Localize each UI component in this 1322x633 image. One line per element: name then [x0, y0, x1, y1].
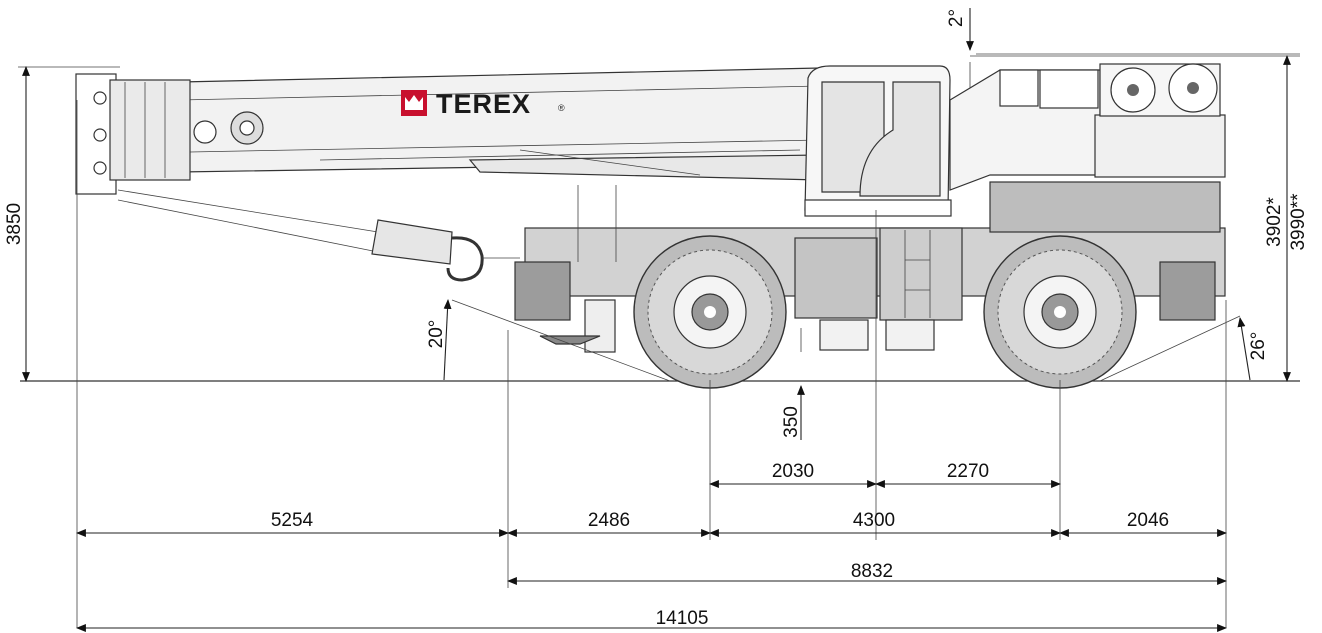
- dim-boom-overhang-front: 5254: [271, 510, 314, 531]
- angle-boom: 2°: [946, 9, 967, 27]
- angle-approach: 20°: [426, 320, 447, 349]
- operator-cab: [804, 65, 952, 217]
- brand-name: TEREX: [436, 89, 531, 119]
- telescopic-boom: [75, 67, 821, 195]
- registered-mark: ®: [558, 103, 565, 113]
- front-wheel: [633, 235, 787, 389]
- dim-rear-overhang: 2046: [1127, 510, 1169, 531]
- rear-wheel: [983, 235, 1137, 389]
- dim-overall-height-b: 3990**: [1288, 193, 1309, 251]
- dim-center-to-rear-axle: 2270: [947, 461, 989, 482]
- dim-carrier-length: 8832: [851, 561, 893, 582]
- hook-block: [117, 189, 520, 282]
- dim-overall-height-a: 3902*: [1264, 197, 1285, 247]
- superstructure: [949, 63, 1226, 191]
- dim-transport-height: 3850: [4, 203, 25, 245]
- angle-departure: 26°: [1248, 332, 1269, 361]
- dim-wheelbase: 4300: [853, 510, 895, 531]
- terex-logo: TEREX ®: [401, 89, 565, 119]
- dim-front-overhang: 2486: [588, 510, 630, 531]
- dimension-lines: [22, 8, 1291, 632]
- dim-overall-length: 14105: [656, 608, 709, 629]
- dimension-labels: 2030 2270 5254 2486 4300 2046 8832 14105…: [4, 9, 1309, 629]
- crane-illustration: TEREX ®: [20, 63, 1300, 389]
- dim-ground-clearance: 350: [781, 406, 802, 438]
- dim-front-axle-to-center: 2030: [772, 461, 814, 482]
